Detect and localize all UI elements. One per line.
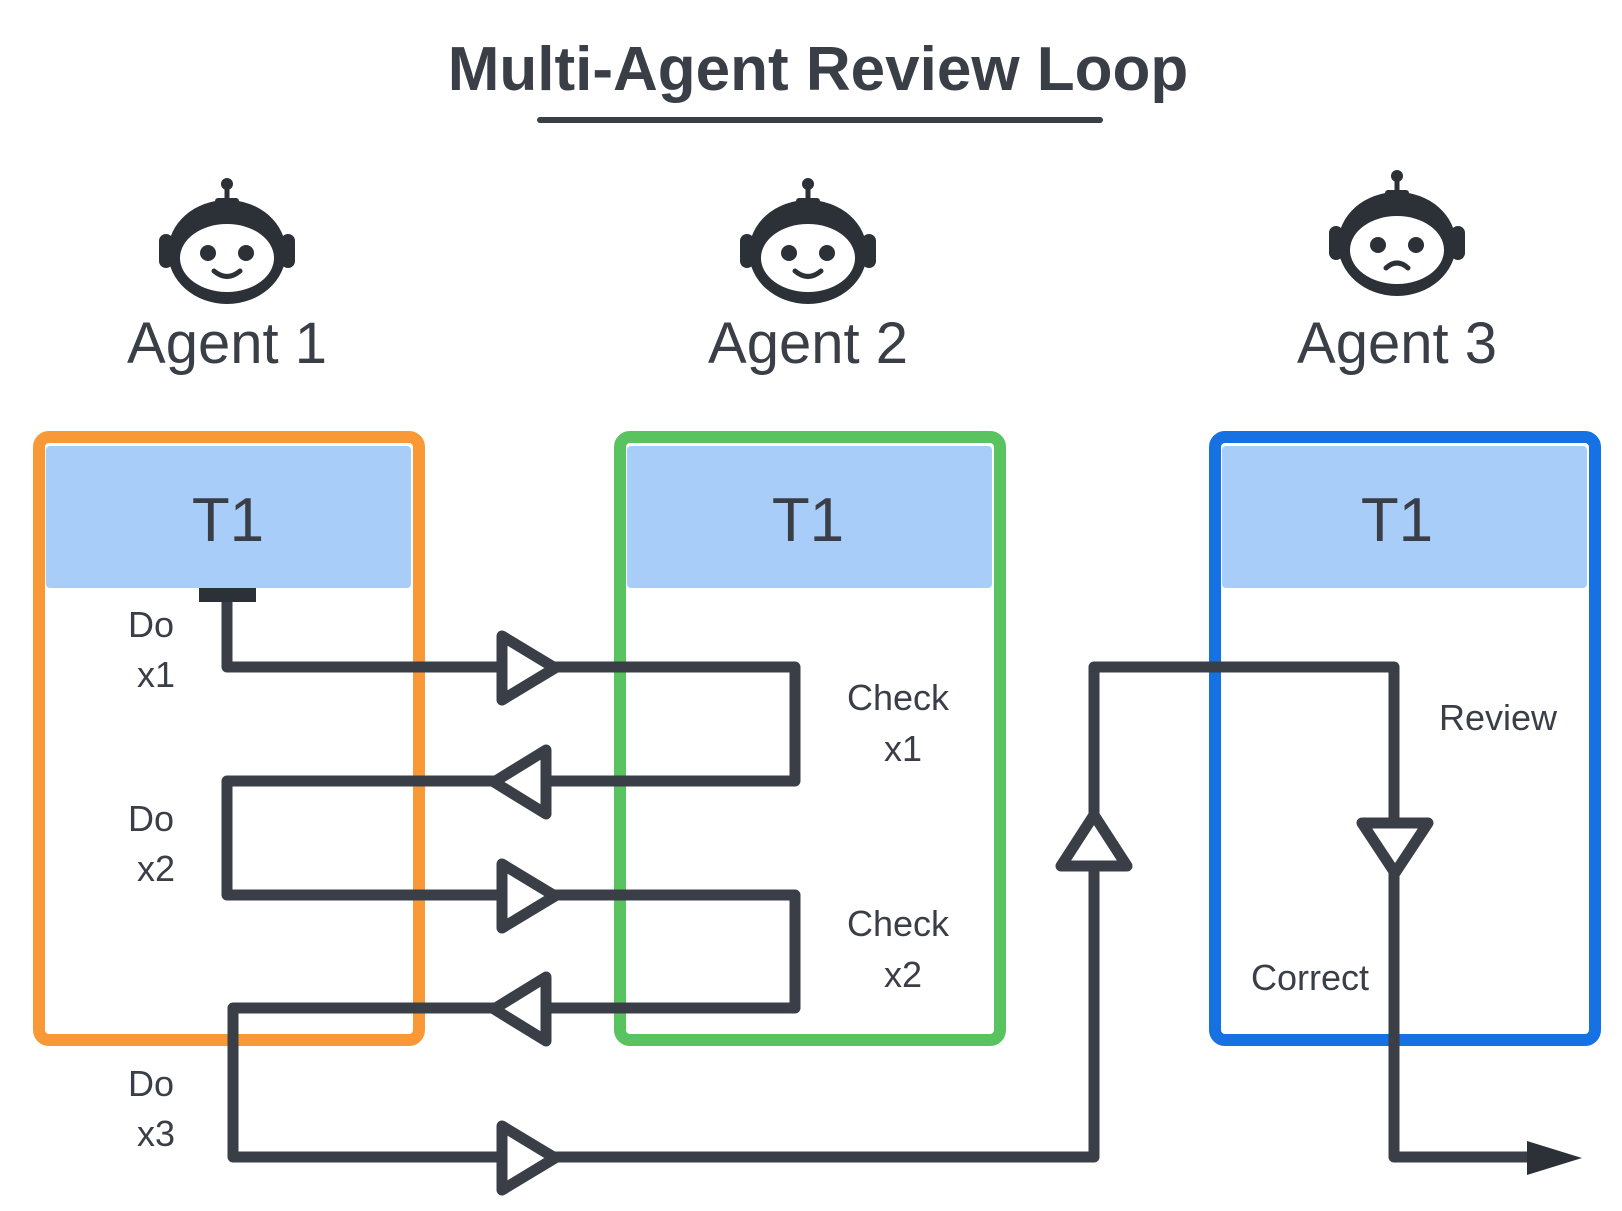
arrow-up-1 [1055,809,1133,872]
step-check-x2-action: Check [847,903,950,944]
agent-2-lane-header [627,446,992,588]
step-do-x2-action: Do [128,798,174,839]
arrow-right-3 [496,1120,561,1196]
step-do-x3-action: Do [128,1063,174,1104]
step-check-x2: Check x2 [847,903,959,995]
step-do-x3: Do x3 [128,1063,184,1154]
agent-2-name: Agent 2 [708,311,908,376]
arrow-right-2 [496,858,561,934]
step-review: Review [1439,697,1558,738]
arrow-down-1 [1356,817,1434,879]
step-check-x1: Check x1 [847,677,959,769]
step-check-x1-action: Check [847,677,950,718]
step-do-x3-target: x3 [137,1113,175,1154]
robot-happy-icon [740,178,876,304]
step-check-x2-target: x2 [884,954,922,995]
step-do-x2-target: x2 [137,848,175,889]
flow-start-cap [199,588,256,602]
agent-1-lane-header-label: T1 [192,486,264,555]
step-do-x1-target: x1 [137,654,175,695]
agent-3-lane-header-label: T1 [1361,486,1433,555]
agent-3-name: Agent 3 [1297,311,1497,376]
agent-2-lane-header-label: T1 [772,486,844,555]
arrow-right-1 [496,630,561,706]
robot-sad-icon [1329,170,1465,296]
agent-1-name: Agent 1 [127,311,327,376]
step-do-x2: Do x2 [128,798,184,889]
arrow-left-1 [488,744,552,820]
agent-3-lane-header [1222,446,1587,588]
robot-happy-icon [159,178,295,304]
step-correct: Correct [1251,957,1369,998]
arrow-left-2 [488,971,552,1047]
step-do-x1: Do x1 [128,604,184,695]
diagram-title: Multi-Agent Review Loop [448,35,1189,104]
step-check-x1-target: x1 [884,728,922,769]
step-do-x1-action: Do [128,604,174,645]
agent-1-lane-header [46,446,411,588]
arrow-end-head [1527,1141,1582,1175]
flow-path [221,591,1541,1163]
